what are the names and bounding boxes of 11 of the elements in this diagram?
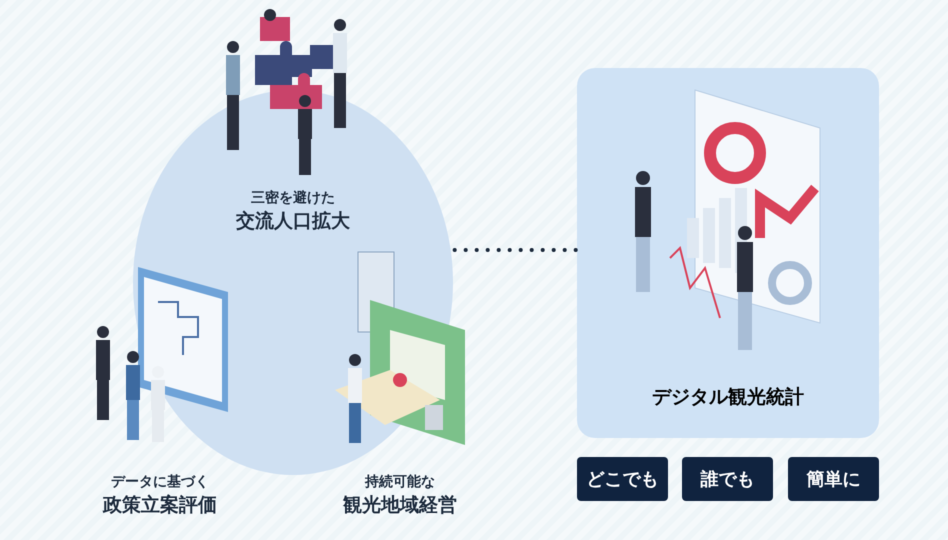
tag-button: 誰でも xyxy=(682,457,773,501)
caption-heading: 観光地域経営 xyxy=(343,493,457,518)
caption-text: 三密を避けた xyxy=(251,188,335,208)
caption-text: データに基づく xyxy=(111,473,209,492)
caption-heading: 政策立案評価 xyxy=(103,493,217,518)
caption-heading: 交流人口拡大 xyxy=(236,209,350,234)
tag-button: どこでも xyxy=(577,457,668,501)
dotted-connector xyxy=(452,248,579,252)
caption-text: 持続可能な xyxy=(365,473,435,492)
tag-button: 簡単に xyxy=(788,457,879,501)
panel-title: デジタル観光統計 xyxy=(652,385,804,410)
